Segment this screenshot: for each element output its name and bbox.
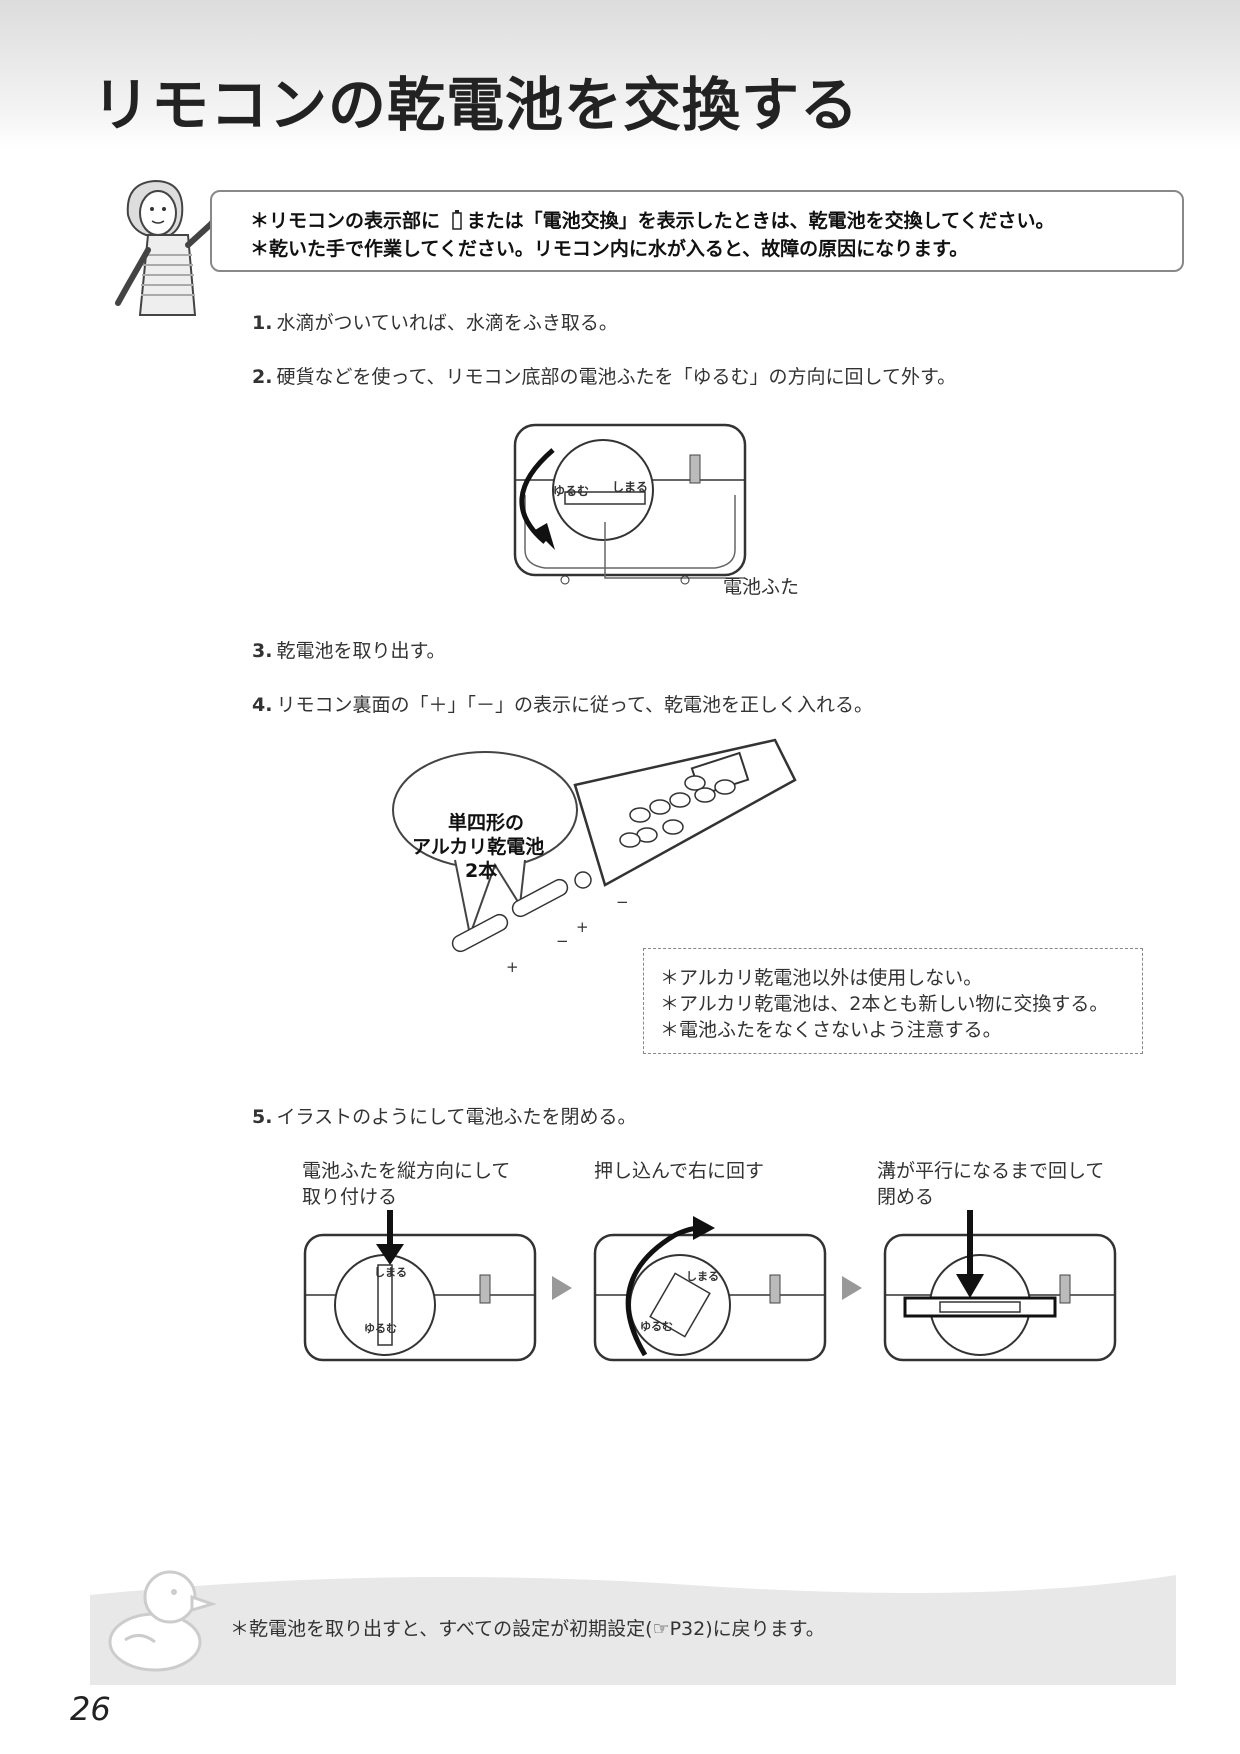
page-title: リモコンの乾電池を交換する [92,71,860,139]
footer-note: ＊乾電池を取り出すと、すべての設定が初期設定(☞P32)に戻ります。 [230,1618,825,1640]
step-5: 5.イラストのようにして電池ふたを閉める。 [252,1106,637,1128]
cover-removal-illustration [513,423,747,585]
panel1-tighten-label: しまる [374,1266,407,1279]
footer-band [90,1575,1176,1685]
next-arrow-1 [552,1276,572,1300]
bubble-line-1: 単四形の [448,812,525,834]
fig3-caption-3: 溝が平行になるまで回して閉める [877,1160,1105,1208]
caution-line-2: ＊乾いた手で作業してください。リモコン内に水が入ると、故障の原因になります。 [250,238,969,260]
panel2-tighten-label: しまる [686,1270,719,1283]
minus-mark-2: − [556,932,569,950]
woman-illustration [115,179,231,316]
plus-mark-2: + [506,958,519,976]
battery-insertion-illustration [392,738,797,953]
battery-cover-label: 電池ふた [723,576,800,598]
plus-mark-1: + [576,918,589,936]
caution-box: ＊リモコンの表示部に または「電池交換」を表示したときは、乾電池を交換してくださ… [210,190,1184,272]
step-4: 4.リモコン裏面の「＋」「－」の表示に従って、乾電池を正しく入れる。 [252,694,874,716]
note-3: ＊電池ふたをなくさないよう注意する。 [660,1019,1002,1041]
header-band [0,0,1240,150]
loosen-label: ゆるむ [553,484,590,498]
fig3-caption-2: 押し込んで右に回す [594,1160,765,1182]
step-1: 1.水滴がついていれば、水滴をふき取る。 [252,312,618,334]
bubble-line-3: 2本 [465,860,498,882]
minus-mark-1: − [616,893,629,911]
step-3: 3.乾電池を取り出す。 [252,640,446,662]
note-1: ＊アルカリ乾電池以外は使用しない。 [660,967,983,989]
tighten-label: しまる [612,480,649,494]
battery-icon [451,210,462,230]
fig3-caption-1: 電池ふたを縦方向にして取り付ける [302,1160,511,1208]
note-2: ＊アルカリ乾電池は、2本とも新しい物に交換する。 [660,993,1109,1015]
panel2-loosen-label: ゆるむ [640,1320,673,1333]
notes-box: ＊アルカリ乾電池以外は使用しない。 ＊アルカリ乾電池は、2本とも新しい物に交換す… [643,948,1143,1054]
step-2: 2.硬貨などを使って、リモコン底部の電池ふたを「ゆるむ」の方向に回して外す。 [252,366,957,388]
close-step-1-illustration [303,1210,537,1362]
bubble-line-2: アルカリ乾電池 [412,836,545,858]
close-step-2-illustration [593,1216,827,1362]
panel1-loosen-label: ゆるむ [364,1322,397,1335]
page-number: 26 [70,1690,111,1728]
duck-icon [108,1570,217,1672]
next-arrow-2 [842,1276,862,1300]
caution-line-1: ＊リモコンの表示部に または「電池交換」を表示したときは、乾電池を交換してくださ… [250,210,1055,232]
close-step-3-illustration [883,1210,1117,1362]
